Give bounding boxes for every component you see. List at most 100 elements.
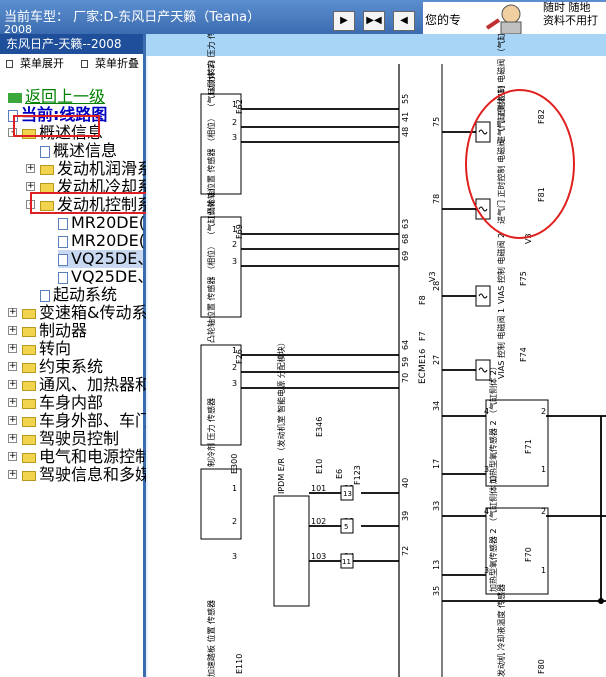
back-link[interactable]: 返回上一级 bbox=[8, 88, 105, 106]
connector-f71: F71 bbox=[524, 439, 533, 454]
svg-text:3: 3 bbox=[232, 257, 237, 266]
tree-item-starting[interactable]: 起动系统 bbox=[40, 286, 117, 304]
tree-item-electrical[interactable]: + 电气和电源控制 bbox=[8, 447, 152, 466]
ecm-label: ECM bbox=[418, 364, 428, 384]
tree-item-lubrication[interactable]: + 发动机润滑系统 bbox=[26, 159, 170, 178]
ipdm-box bbox=[273, 495, 310, 607]
nav-split-button[interactable]: ▶◀ bbox=[363, 11, 385, 31]
svg-text:1: 1 bbox=[232, 225, 237, 234]
svg-text:动力转向 压力 传感器: 动力转向 压力 传感器 bbox=[206, 34, 216, 92]
connector-f69: F69 bbox=[235, 224, 244, 239]
expand-toggle-icon[interactable]: + bbox=[8, 469, 17, 479]
svg-text:48: 48 bbox=[401, 127, 410, 137]
svg-text:103: 103 bbox=[311, 552, 326, 561]
svg-text:59: 59 bbox=[401, 357, 410, 367]
intake-valve-2-label: 进气门 正时控制 电磁阀 （气缸侧体 2） bbox=[496, 34, 506, 144]
svg-text:27: 27 bbox=[432, 355, 441, 365]
expand-toggle-icon[interactable]: + bbox=[26, 181, 35, 191]
svg-text:64: 64 bbox=[401, 340, 410, 350]
sidebar: 东风日产-天籁--2008 菜单展开 菜单折叠 返回上一级 当前:线路图 - 概… bbox=[0, 34, 199, 677]
folder-icon bbox=[22, 398, 36, 409]
connector-v3-a: V3 bbox=[428, 271, 437, 282]
diagram-viewer[interactable]: 动力转向 压力 传感器 凸轮轴位置 传感器 （相位） （气缸侧体 2） 凸轮轴位… bbox=[146, 34, 606, 677]
svg-text:凸轮轴位置 传感器 （相位） （气缸侧体 1）: 凸轮轴位置 传感器 （相位） （气缸侧体 1） bbox=[206, 184, 216, 343]
svg-text:70: 70 bbox=[401, 373, 410, 383]
tree-item-multimedia[interactable]: + 驾驶信息和多媒体 bbox=[8, 465, 168, 484]
expand-toggle-icon[interactable]: + bbox=[8, 397, 17, 407]
connector-f74: F74 bbox=[519, 347, 528, 362]
nav-forward-button[interactable]: ▶ bbox=[333, 11, 355, 31]
connector-e346: E346 bbox=[315, 417, 324, 437]
folder-icon bbox=[22, 362, 36, 373]
svg-text:39: 39 bbox=[401, 511, 410, 521]
collapse-toggle-icon[interactable]: - bbox=[8, 128, 17, 137]
document-icon bbox=[58, 235, 68, 248]
tree-item-restraints[interactable]: + 约束系统 bbox=[8, 357, 104, 376]
svg-text:63: 63 bbox=[401, 219, 410, 229]
nav-back-button[interactable]: ◀ bbox=[393, 11, 415, 31]
folder-icon bbox=[22, 308, 36, 319]
folder-icon bbox=[40, 182, 54, 193]
svg-text:78: 78 bbox=[432, 194, 441, 204]
expand-toggle-icon[interactable]: + bbox=[8, 325, 17, 335]
tree-item-driver-controls[interactable]: + 驾驶员控制 bbox=[8, 429, 120, 448]
connector-e110: E110 bbox=[235, 654, 244, 674]
power-steering-label: 动力转向 压力 传感器 bbox=[206, 34, 216, 92]
svg-text:40: 40 bbox=[401, 478, 410, 488]
svg-text:加速踏板 位置 传感器: 加速踏板 位置 传感器 bbox=[206, 600, 216, 677]
title-bar: 当前车型： 厂家:D-东风日产天籁（Teana） 2008 ▶ ▶◀ ◀ 您的专… bbox=[0, 0, 606, 36]
wiring-diagram: 动力转向 压力 传感器 凸轮轴位置 传感器 （相位） （气缸侧体 2） 凸轮轴位… bbox=[148, 34, 606, 677]
tree-item-vq25de-1[interactable]: VQ25DE、VQ bbox=[58, 250, 177, 268]
tree-item-transmission[interactable]: + 变速箱&传动系 bbox=[8, 303, 148, 322]
expand-toggle-icon[interactable]: + bbox=[8, 415, 17, 425]
connector-f82: F82 bbox=[537, 109, 546, 124]
vehicle-title: 当前车型： 厂家:D-东风日产天籁（Teana） bbox=[4, 10, 261, 25]
svg-text:3: 3 bbox=[484, 566, 489, 575]
svg-text:3: 3 bbox=[232, 552, 237, 561]
collapse-all-button[interactable]: 菜单折叠 bbox=[95, 57, 139, 70]
svg-text:33: 33 bbox=[432, 501, 441, 511]
connector-f26: F26 bbox=[235, 349, 244, 364]
expand-toggle-icon[interactable]: + bbox=[8, 307, 17, 317]
intake-valve-1-label: 进气门 正时控制 电磁阀 （气缸侧体 1） bbox=[496, 81, 506, 224]
expand-toggle-icon[interactable]: + bbox=[8, 379, 17, 389]
expand-toggle-icon[interactable]: + bbox=[8, 451, 17, 461]
tree-item-brakes[interactable]: + 制动器 bbox=[8, 321, 88, 340]
expand-icon bbox=[6, 60, 13, 68]
tree-item-cooling[interactable]: + 发动机冷却系统 bbox=[26, 177, 170, 196]
expand-toggle-icon[interactable]: + bbox=[8, 343, 17, 353]
expand-all-button[interactable]: 菜单展开 bbox=[20, 57, 64, 70]
folder-icon bbox=[22, 470, 36, 481]
connector-f8: F8 bbox=[418, 295, 427, 305]
vias-2-label: VIAS 控制 电磁阀 2 bbox=[496, 233, 506, 304]
svg-text:2: 2 bbox=[232, 240, 237, 249]
tree-item-steering[interactable]: + 转向 bbox=[8, 339, 72, 358]
folder-icon bbox=[22, 416, 36, 427]
svg-text:5: 5 bbox=[344, 523, 348, 531]
refrigerant-sensor-label: 制冷剂 压力 传感器 bbox=[206, 398, 216, 467]
connector-f75: F75 bbox=[519, 271, 528, 286]
svg-text:75: 75 bbox=[432, 117, 441, 127]
o2-sensor-1-box bbox=[485, 507, 549, 595]
connector-e16: E16 bbox=[418, 349, 427, 364]
connector-e6: E6 bbox=[335, 469, 344, 479]
refrigerant-sensor-box bbox=[200, 468, 242, 540]
svg-text:凸轮轴位置 传感器 （相位） （气缸侧体 2）: 凸轮轴位置 传感器 （相位） （气缸侧体 2） bbox=[206, 56, 216, 215]
svg-text:35: 35 bbox=[432, 586, 441, 596]
connector-f123: F123 bbox=[353, 465, 362, 485]
svg-text:34: 34 bbox=[432, 401, 441, 411]
connector-f81: F81 bbox=[537, 187, 546, 202]
connector-v3-b: V3 bbox=[524, 233, 533, 244]
cam-sensor-1-label: 凸轮轴位置 传感器 （相位） （气缸侧体 1） bbox=[206, 184, 216, 343]
tree-item-interior[interactable]: + 车身内部 bbox=[8, 393, 104, 412]
highlight-ellipse bbox=[465, 89, 575, 239]
tree-item-overview-info[interactable]: 概述信息 bbox=[40, 142, 117, 160]
tree-item-overview[interactable]: - 概述信息 bbox=[8, 124, 103, 142]
expand-toggle-icon[interactable]: + bbox=[8, 433, 17, 443]
promo-banner[interactable]: 您的专 随时 随地 资料不用打 bbox=[423, 1, 606, 34]
folder-icon bbox=[22, 434, 36, 445]
highlight-box-engine-control bbox=[30, 192, 150, 214]
expand-toggle-icon[interactable]: + bbox=[8, 361, 17, 371]
expand-toggle-icon[interactable]: + bbox=[26, 163, 35, 173]
svg-text:41: 41 bbox=[401, 112, 410, 122]
